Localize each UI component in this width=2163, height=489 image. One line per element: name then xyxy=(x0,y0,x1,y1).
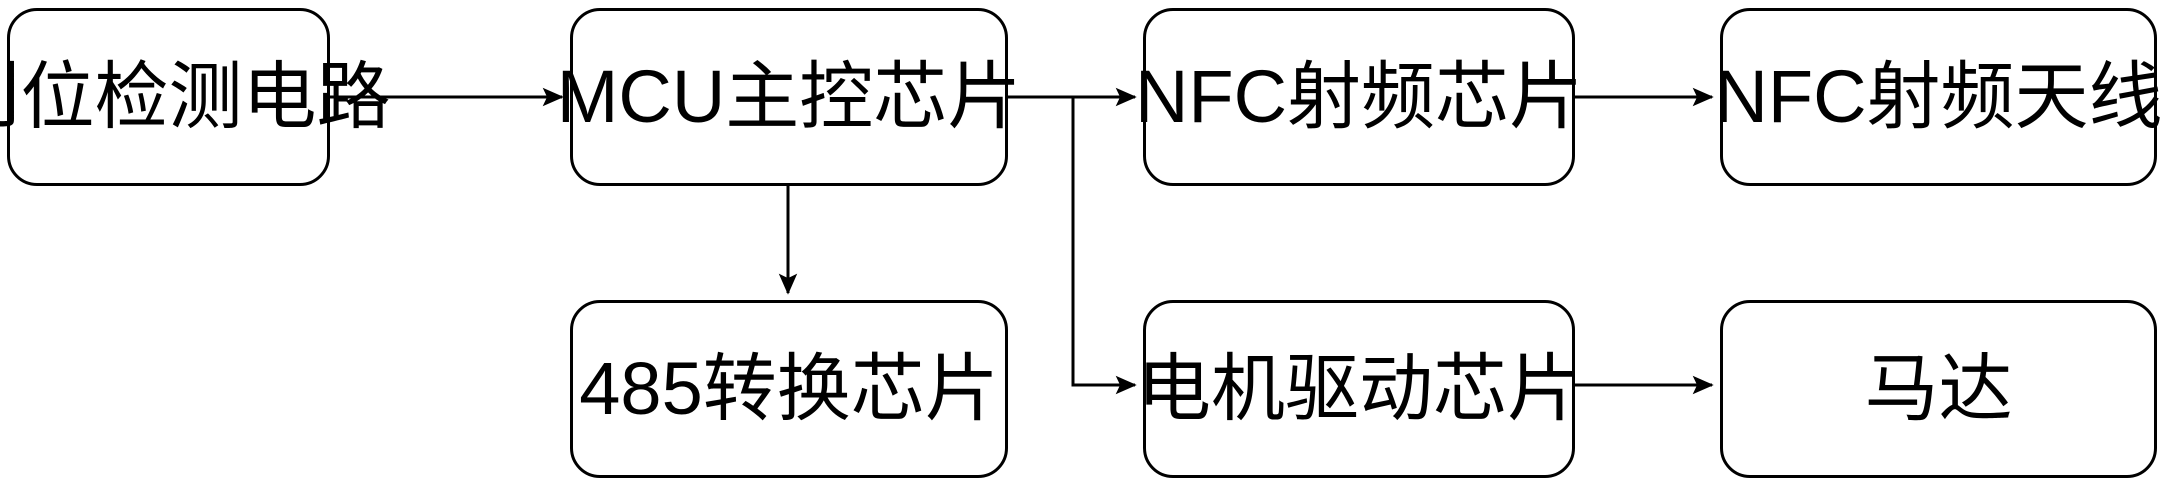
node-label-nfc-rf-antenna: NFC射频天线 xyxy=(1714,55,2163,138)
node-nfc-rf-antenna[interactable]: NFC射频天线 xyxy=(1714,8,2163,186)
node-label-nfc-rf-chip: NFC射频芯片 xyxy=(1134,55,1584,138)
node-motor-driver-chip[interactable]: 电机驱动芯片 xyxy=(1137,300,1581,478)
node-label-rs485-converter-chip: 485转换芯片 xyxy=(579,347,999,430)
node-label-motor: 马达 xyxy=(1864,347,2013,430)
connector-mcu-to-motor-driver xyxy=(1071,97,1137,395)
node-label-motor-driver-chip: 电机驱动芯片 xyxy=(1137,347,1581,430)
node-nfc-rf-chip[interactable]: NFC射频芯片 xyxy=(1135,8,1583,186)
node-motor[interactable]: 马达 xyxy=(1720,300,2157,478)
node-label-position-detect-circuit: 到位检测电路 xyxy=(0,55,391,138)
node-label-mcu-main-chip: MCU主控芯片 xyxy=(556,55,1022,138)
node-rs485-converter-chip[interactable]: 485转换芯片 xyxy=(570,300,1008,478)
node-mcu-main-chip[interactable]: MCU主控芯片 xyxy=(557,8,1021,186)
node-position-detect-circuit[interactable]: 到位检测电路 xyxy=(0,8,391,186)
